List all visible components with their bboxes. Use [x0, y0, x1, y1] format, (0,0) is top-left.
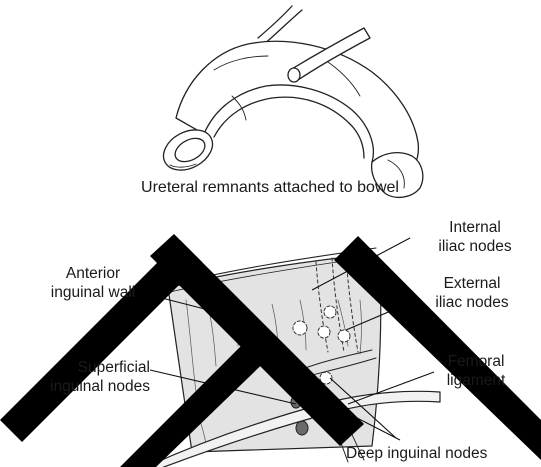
- label-line: Deep inguinal nodes: [346, 445, 487, 462]
- dashed-node: [293, 321, 307, 335]
- bowel-fold-line-2: [232, 96, 246, 120]
- label-line: inguinal nodes: [20, 377, 150, 396]
- dashed-node: [318, 326, 330, 338]
- label-anterior-inguinal-wall: Anterior inguinal wall: [28, 264, 158, 302]
- label-line: Anterior: [28, 264, 158, 283]
- ureter-strand-1: [258, 6, 292, 38]
- label-line: Femoral: [428, 352, 524, 371]
- label-superficial-inguinal-nodes: Superficial inguinal nodes: [20, 358, 150, 396]
- bowel-inner-wall: [214, 97, 364, 158]
- dashed-node: [324, 306, 336, 318]
- caption-text: Ureteral remnants attached to bowel: [141, 179, 399, 196]
- label-line: ligament: [428, 371, 524, 390]
- bowel-open-end-left: [157, 122, 220, 178]
- label-external-iliac-nodes: External iliac nodes: [416, 274, 528, 312]
- label-line: inguinal wall: [28, 283, 158, 302]
- label-line: Superficial: [20, 358, 150, 377]
- dashed-node: [338, 330, 350, 342]
- label-line: iliac nodes: [416, 293, 528, 312]
- bowel-illustration: [157, 6, 423, 197]
- label-line: iliac nodes: [420, 237, 530, 256]
- label-femoral-ligament: Femoral ligament: [428, 352, 524, 390]
- caption-top: Ureteral remnants attached to bowel: [110, 178, 430, 197]
- label-deep-inguinal-nodes: Deep inguinal nodes: [346, 444, 487, 463]
- label-line: Internal: [420, 218, 530, 237]
- ureter-tube-end: [288, 68, 300, 82]
- label-line: External: [416, 274, 528, 293]
- label-internal-iliac-nodes: Internal iliac nodes: [420, 218, 530, 256]
- filled-node: [296, 421, 308, 435]
